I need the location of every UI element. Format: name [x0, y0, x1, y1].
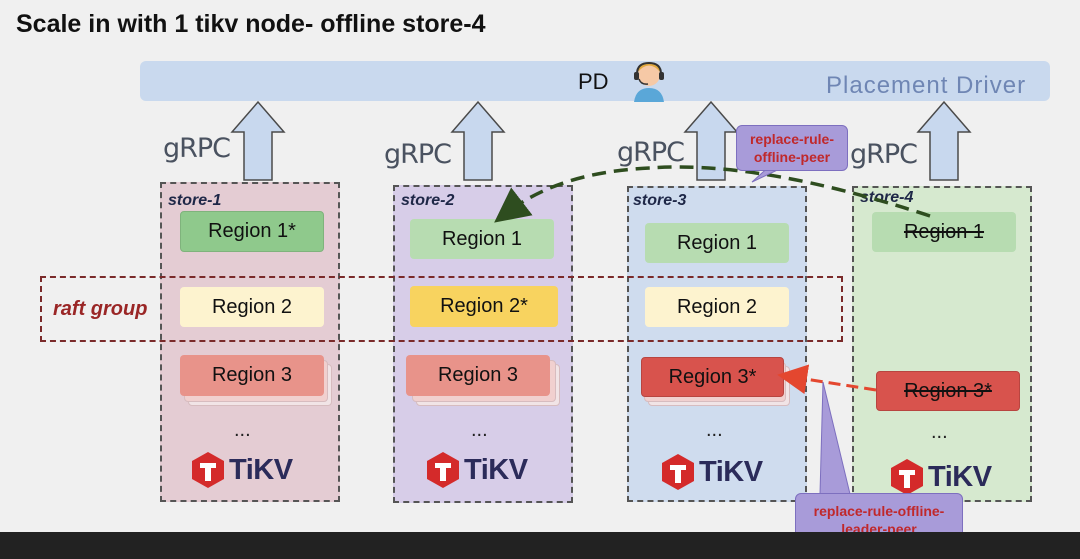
region-3: Region 3 [180, 355, 324, 396]
tikv-logo: TiKV [660, 453, 763, 491]
tikv-label: TiKV [229, 453, 293, 486]
region-3-leader-removed: Region 3* [876, 371, 1020, 411]
pd-operator-avatar-icon [628, 60, 670, 102]
up-arrow-store-4 [916, 100, 972, 181]
slide-title: Scale in with 1 tikv node- offline store… [16, 10, 486, 38]
region-2: Region 2 [645, 287, 789, 327]
ellipsis: ... [471, 419, 488, 441]
tikv-label: TiKV [928, 460, 992, 493]
raft-group-label: raft group [53, 298, 148, 320]
pd-subtitle: Placement Driver [826, 72, 1027, 99]
tikv-logo-icon [427, 452, 459, 488]
region-2: Region 2 [180, 287, 324, 327]
ellipsis: ... [234, 419, 251, 441]
grpc-label-3: gRPC [617, 137, 685, 168]
grpc-label-1: gRPC [163, 133, 231, 164]
tikv-logo-icon [192, 452, 224, 488]
peer-migration-arrow [494, 165, 931, 223]
ellipsis: ... [931, 421, 948, 443]
ellipsis: ... [706, 419, 723, 441]
callout-replace-rule-offline-peer: replace-rule-offline-peer [736, 125, 848, 171]
tikv-logo: TiKV [190, 451, 293, 489]
region-1: Region 1 [410, 219, 554, 259]
region-1: Region 1 [645, 223, 789, 263]
tikv-label: TiKV [699, 455, 763, 488]
callout-pointer [819, 381, 851, 495]
store-label: store-1 [168, 192, 222, 209]
region-1-removed: Region 1 [872, 212, 1016, 252]
region-3: Region 3 [406, 355, 550, 396]
region-1-leader: Region 1* [180, 211, 324, 252]
tikv-logo: TiKV [425, 451, 528, 489]
store-label: store-4 [860, 189, 914, 206]
grpc-label-4: gRPC [850, 139, 918, 170]
tikv-logo: TiKV [889, 458, 992, 496]
store-label: store-3 [633, 192, 687, 209]
region-2-leader: Region 2* [410, 286, 558, 327]
raft-group-box [40, 276, 843, 342]
tikv-logo-icon [891, 459, 923, 495]
store-label: store-2 [401, 192, 455, 209]
up-arrow-store-3 [683, 100, 739, 181]
leader-migration-arrow [777, 364, 877, 395]
region-3-leader: Region 3* [641, 357, 784, 397]
pd-bar [140, 61, 1050, 101]
tikv-logo-icon [662, 454, 694, 490]
up-arrow-store-1 [230, 100, 286, 181]
grpc-label-2: gRPC [384, 139, 452, 170]
bottom-strip [0, 532, 1080, 559]
up-arrow-store-2 [450, 100, 506, 181]
tikv-label: TiKV [464, 453, 528, 486]
pd-label: PD [578, 69, 609, 94]
